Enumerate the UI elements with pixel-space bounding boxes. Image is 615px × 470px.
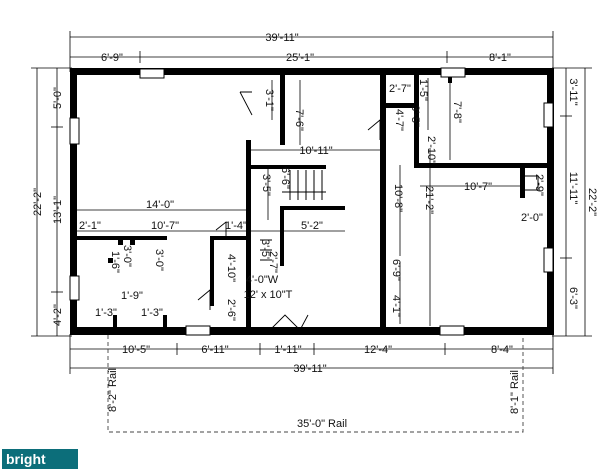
rail — [107, 335, 524, 433]
room-dim: 14'-0" — [146, 199, 174, 211]
room-dim: 2'-7" — [389, 83, 411, 95]
dim-right-top: 3'-11" — [567, 78, 579, 105]
room-dim: 1'-3" — [95, 307, 117, 319]
dim-bot-2: 6'-11" — [201, 344, 228, 356]
room-dim: 10'-7" — [151, 220, 179, 232]
dim-bot-1: 10'-5" — [122, 344, 150, 356]
room-dim: 6'-9" — [390, 259, 402, 281]
dim-overall-top: 39'-11" — [265, 32, 298, 44]
window — [139, 68, 165, 79]
room-dim: 4'-0"W — [246, 274, 279, 286]
window — [439, 325, 465, 336]
room-dim: 3'-1" — [263, 89, 275, 111]
room-dim: 2'-0" — [521, 212, 543, 224]
room-dim: 3'-5" — [259, 239, 271, 261]
dim-right-bottom: 6'-3" — [567, 287, 579, 309]
exterior-dimension-labels: 39'-11" 6'-9" 25'-1" 8'-1" 10'-5" 6'-11"… — [32, 32, 598, 375]
room-dim: 1'-6" — [109, 251, 121, 273]
room-dim: 2'-6" — [225, 299, 237, 321]
doors — [197, 91, 384, 331]
room-dim: 3'-0" — [153, 249, 165, 271]
room-dim: 4'-1" — [390, 295, 402, 317]
room-dim: 10'-7" — [464, 181, 492, 193]
rail-right-label: 8'-1" Rail — [509, 370, 521, 414]
window — [69, 275, 80, 301]
room-dim: 1'-5" — [417, 79, 429, 101]
dimension-lines — [31, 31, 592, 374]
window — [185, 325, 211, 336]
room-labels: 14'-0" 10'-11" 10'-7" 2'-1" 1'-4" 5'-2" … — [79, 79, 545, 321]
room-dim: 2'-7" — [267, 251, 279, 273]
room-dim: 10'-11" — [299, 145, 332, 157]
room-dim: 10'-8" — [392, 184, 404, 212]
windows — [69, 67, 554, 336]
room-dim: 2'-1" — [79, 220, 101, 232]
rail-left-label: 8'-2" Rail — [107, 368, 119, 412]
room-dim: 1'-4" — [225, 220, 247, 232]
dim-top-mid: 25'-1" — [286, 52, 314, 64]
room-dim: 1'-9" — [121, 290, 143, 302]
room-dim: 21'-2" — [423, 186, 435, 214]
room-dim: 7'-6" — [293, 109, 305, 131]
room-dim: 3'-0" — [121, 245, 133, 267]
room-dim: 12' x 10"T — [244, 289, 293, 301]
window — [543, 102, 554, 128]
room-dim: 6'-6" — [279, 167, 291, 189]
window — [69, 117, 80, 145]
rail-bottom-label: 35'-0" Rail — [297, 418, 347, 430]
dim-right-mid: 11'-11" — [567, 172, 579, 205]
fixtures — [108, 175, 539, 263]
dim-bot-4: 12'-4" — [364, 344, 392, 356]
window — [543, 247, 554, 273]
room-dim: 4'-7" — [393, 109, 405, 131]
dim-top-left: 6'-9" — [101, 52, 123, 64]
dim-top-right: 8'-1" — [489, 52, 511, 64]
stairs — [260, 170, 326, 261]
room-dim: 3'-5" — [409, 105, 421, 127]
dim-bot-3: 1'-11" — [274, 344, 301, 356]
room-dim: 4'-10" — [225, 254, 237, 282]
dim-right-overall: 22'-2" — [586, 188, 598, 216]
room-dim: 2'-10" — [425, 136, 437, 164]
walls — [70, 68, 554, 335]
dim-left-top: 5'-0" — [52, 87, 64, 109]
room-dim: 3'-5" — [260, 174, 272, 196]
room-dim: 7'-8" — [451, 101, 463, 123]
room-dim: 5'-2" — [301, 220, 323, 232]
rail-labels: 8'-2" Rail 8'-1" Rail 35'-0" Rail — [107, 368, 521, 430]
dim-left-bottom: 4'-2" — [52, 304, 64, 326]
dim-left-upper: 13'-1" — [52, 196, 64, 224]
room-dim: 1'-3" — [141, 307, 163, 319]
room-dim: 2'-9" — [533, 174, 545, 196]
dim-overall-bottom: 39'-11" — [293, 363, 326, 375]
window — [440, 67, 466, 78]
dim-left-overall: 22'-2" — [32, 188, 44, 216]
watermark-logo: bright — [2, 449, 78, 469]
dim-bot-5: 8'-4" — [491, 344, 513, 356]
